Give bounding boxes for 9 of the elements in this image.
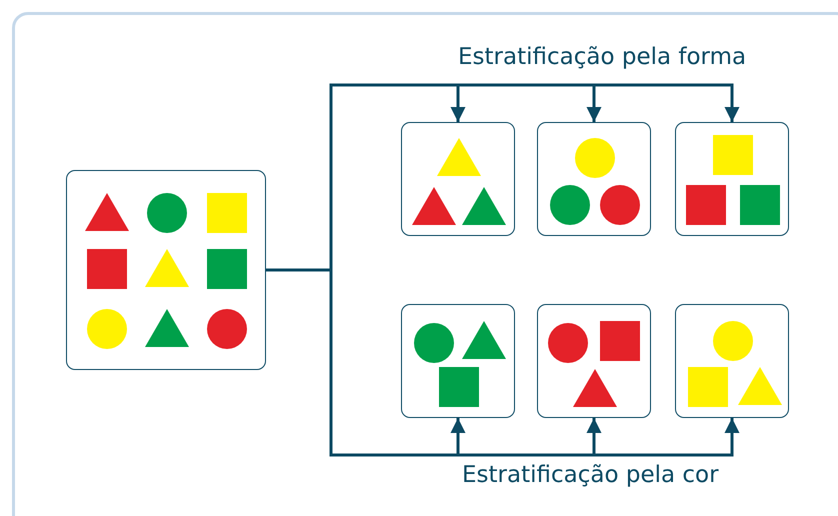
group-label: Estratificação pela forma <box>458 44 746 70</box>
shape-card <box>401 304 515 418</box>
shape-card <box>537 122 651 236</box>
shape-card <box>537 304 651 418</box>
shape-card <box>401 122 515 236</box>
shape-card <box>66 170 266 370</box>
shape-card <box>675 122 789 236</box>
group-label: Estratificação pela cor <box>462 462 719 488</box>
shape-card <box>675 304 789 418</box>
